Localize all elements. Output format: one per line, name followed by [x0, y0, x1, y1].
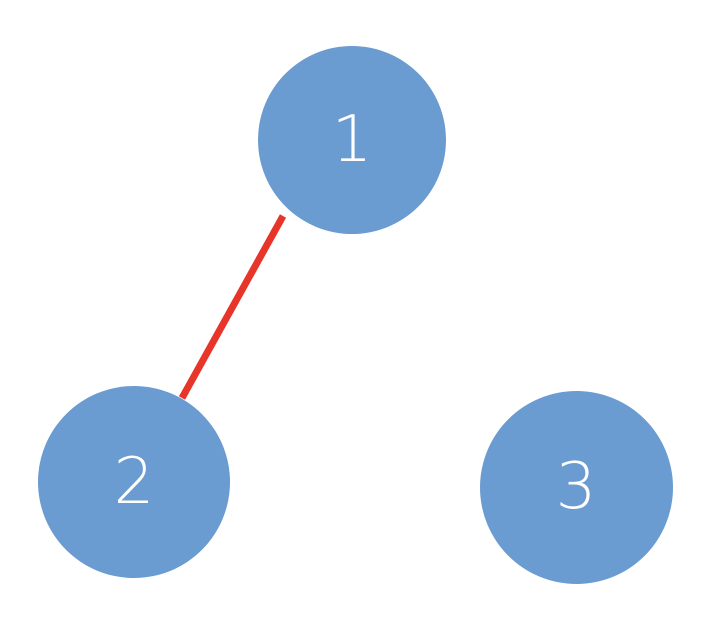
graph-node-label-3: 3	[555, 450, 597, 524]
graph-edge-1-2[interactable]	[178, 214, 287, 400]
graph-node-label-1: 1	[331, 103, 373, 177]
graph-node-1[interactable]: 1	[258, 46, 446, 234]
graph-node-3[interactable]: 3	[479, 390, 673, 584]
graph-node-label-2: 2	[113, 445, 155, 519]
graph-node-2[interactable]: 2	[38, 386, 230, 578]
